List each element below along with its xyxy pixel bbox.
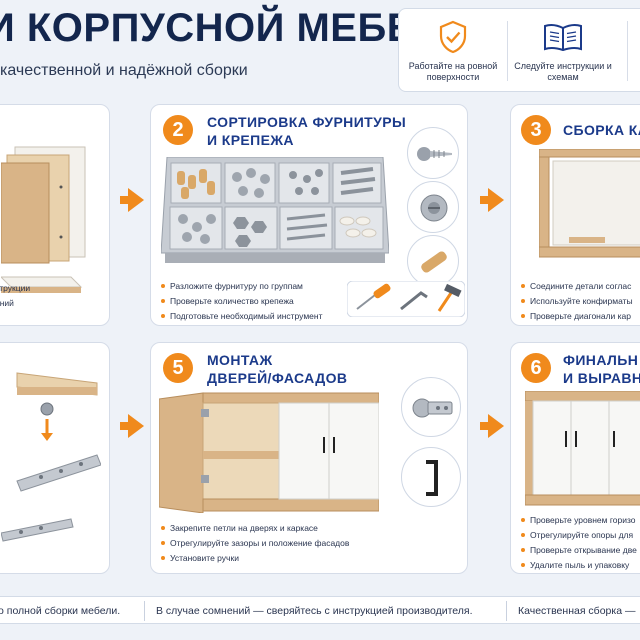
tip-item: Работайте на ровной поверхности — [403, 19, 503, 83]
tips-panel: Работайте на ровной поверхности Следуйте… — [398, 8, 640, 92]
tools-illustration — [347, 281, 465, 317]
step-6-bullets: Проверьте уровнем горизо Отрегулируйте о… — [521, 513, 637, 573]
tip-text: Работайте на ровной поверхности — [408, 61, 498, 82]
bullet-item: Установите ручки — [161, 551, 349, 566]
footer-divider — [144, 601, 145, 621]
footer-text: Качественная сборка — — [518, 605, 636, 617]
bullet-item: Разложите фурнитуру по группам — [161, 279, 323, 294]
screw-icon — [407, 127, 459, 179]
handle-icon — [401, 447, 461, 507]
cabinet-frame-illustration — [539, 149, 640, 258]
hinge-icon — [401, 377, 461, 437]
tip-item: Следуйте инструкции и схемам — [513, 19, 613, 83]
page-title: И КОРПУСНОЙ МЕБЕЛИ — [0, 6, 472, 50]
bullet-item: Проверьте открывание две — [521, 543, 637, 558]
bullet-item: Соедините детали соглас — [521, 279, 633, 294]
tip-divider — [627, 21, 628, 81]
drawer-slides-illustration — [1, 372, 101, 542]
bullet-item: Подготовьте необходимый инструмент — [161, 309, 323, 324]
step-2-bullets: Разложите фурнитуру по группам Проверьте… — [161, 279, 323, 324]
step-number: 3 — [521, 115, 551, 145]
bullet-item: Закрепите петли на дверях и каркасе — [161, 521, 349, 536]
footer-divider — [506, 601, 507, 621]
step-card-3: 3 СБОРКА КА Соедините детали соглас Испо… — [510, 104, 640, 326]
step-title-line: И ВЫРАВН — [563, 370, 640, 386]
step-title: СБОРКА КА — [563, 122, 640, 138]
bullet-item: струкции — [0, 281, 30, 296]
arrow-tail — [480, 196, 488, 204]
step-title: ФИНАЛЬН И ВЫРАВН — [563, 351, 640, 387]
tip-text: Следуйте инструкции и схемам — [514, 61, 612, 82]
step-card-1: струкции ений — [0, 104, 110, 326]
shield-check-icon — [403, 19, 503, 55]
arrow-right-icon — [488, 414, 504, 438]
step-5-bullets: Закрепите петли на дверях и каркасе Отре… — [161, 521, 349, 566]
panels-illustration — [1, 146, 86, 293]
tip-divider — [507, 21, 508, 81]
step-3-bullets: Соедините детали соглас Используйте конф… — [521, 279, 633, 324]
open-book-icon — [513, 19, 613, 55]
bullet-item: Проверьте уровнем горизо — [521, 513, 637, 528]
eccentric-coupler-icon — [407, 181, 459, 233]
step-title-line: ДВЕРЕЙ/ФАСАДОВ — [207, 370, 348, 386]
bullet-item: Проверьте диагонали кар — [521, 309, 633, 324]
arrow-right-icon — [488, 188, 504, 212]
footer-text: В случае сомнений — сверяйтесь с инструк… — [156, 605, 473, 617]
step-title-line: ФИНАЛЬН — [563, 352, 639, 368]
step-title: СОРТИРОВКА ФУРНИТУРЫ И КРЕПЕЖА — [207, 113, 406, 149]
step-title-line: МОНТАЖ — [207, 352, 273, 368]
step-title-line: И КРЕПЕЖА — [207, 132, 294, 148]
step-title: МОНТАЖ ДВЕРЕЙ/ФАСАДОВ — [207, 351, 347, 387]
finished-cabinet-illustration — [525, 391, 640, 506]
step-1-bullets: струкции ений — [0, 281, 30, 311]
dowel-icon — [407, 235, 459, 287]
step-card-6: 6 ФИНАЛЬН И ВЫРАВН Проверьте уровнем гор… — [510, 342, 640, 574]
footer-text: о полной сборки мебели. — [0, 605, 121, 617]
arrow-right-icon — [128, 414, 144, 438]
bullet-item: Проверьте количество крепежа — [161, 294, 323, 309]
bullet-item: Отрегулируйте зазоры и положение фасадов — [161, 536, 349, 551]
arrow-tail — [120, 196, 128, 204]
organizer-tray — [161, 157, 389, 263]
hammer-icon — [437, 283, 462, 312]
arrow-tail — [120, 422, 128, 430]
step-card-2: 2 СОРТИРОВКА ФУРНИТУРЫ И КРЕПЕЖА Разложи… — [150, 104, 468, 326]
step-title-line: СОРТИРОВКА ФУРНИТУРЫ — [207, 114, 407, 130]
hex-key-icon — [400, 291, 428, 311]
bullet-item: Отрегулируйте опоры для — [521, 528, 637, 543]
step-number: 2 — [163, 115, 193, 145]
step-card-4 — [0, 342, 110, 574]
step-number: 6 — [521, 353, 551, 383]
page-subtitle: качественной и надёжной сборки — [0, 62, 248, 79]
footer-bar: о полной сборки мебели. В случае сомнени… — [0, 596, 640, 624]
bullet-item: Используйте конфирматы — [521, 294, 633, 309]
arrow-right-icon — [128, 188, 144, 212]
bullet-item: ений — [0, 296, 30, 311]
step-card-5: 5 МОНТАЖ ДВЕРЕЙ/ФАСАДОВ Закрепите петли … — [150, 342, 468, 574]
step-number: 5 — [163, 353, 193, 383]
screwdriver-icon — [356, 283, 391, 310]
cabinet-with-doors-illustration — [159, 392, 379, 513]
bullet-item: Удалите пыль и упаковку — [521, 558, 637, 573]
arrow-tail — [480, 422, 488, 430]
